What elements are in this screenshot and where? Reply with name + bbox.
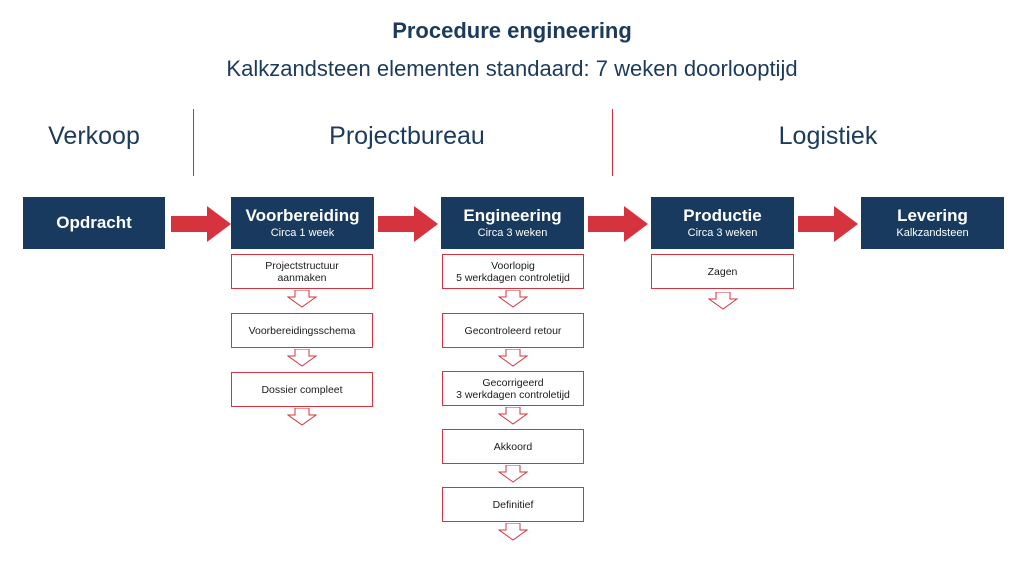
step-arrow-icon — [287, 408, 317, 426]
department-logistiek: Logistiek — [778, 122, 878, 150]
stage-title: Engineering — [463, 206, 562, 225]
stage-title: Levering — [897, 206, 968, 225]
step-label: Akkoord — [493, 440, 533, 453]
flow-arrow-icon — [378, 206, 438, 242]
stage-engineering: Engineering Circa 3 weken — [441, 197, 584, 249]
step-label-2: 3 werkdagen controletijd — [456, 388, 570, 401]
step-gecorrigeerd: Gecorrigeerd 3 werkdagen controletijd — [442, 371, 584, 406]
step-label: Zagen — [707, 265, 738, 278]
stage-title: Voorbereiding — [245, 206, 360, 225]
step-label-2: aanmaken — [277, 271, 327, 284]
department-projectbureau: Projectbureau — [329, 122, 485, 150]
stage-title: Productie — [683, 206, 762, 225]
step-gecontroleerd-retour: Gecontroleerd retour — [442, 313, 584, 348]
stage-duration: Circa 3 weken — [687, 227, 758, 239]
stage-voorbereiding: Voorbereiding Circa 1 week — [231, 197, 374, 249]
step-label: Voorbereidingsschema — [248, 324, 356, 337]
step-dossier-compleet: Dossier compleet — [231, 372, 373, 407]
step-arrow-icon — [498, 523, 528, 541]
step-label: Dossier compleet — [261, 383, 343, 396]
step-label: Voorlopig — [491, 259, 535, 272]
step-label: Projectstructuur — [265, 259, 339, 272]
flow-arrow-icon — [171, 206, 231, 242]
step-arrow-icon — [498, 290, 528, 308]
step-zagen: Zagen — [651, 254, 794, 289]
stage-productie: Productie Circa 3 weken — [651, 197, 794, 249]
step-arrow-icon — [287, 349, 317, 367]
flow-arrow-icon — [798, 206, 858, 242]
step-label: Gecontroleerd retour — [464, 324, 562, 337]
stage-levering: Levering Kalkzandsteen — [861, 197, 1004, 249]
flow-arrow-icon — [588, 206, 648, 242]
step-label: Gecorrigeerd — [482, 376, 544, 389]
department-verkoop: Verkoop — [48, 122, 140, 150]
step-definitief: Definitief — [442, 487, 584, 522]
stage-title: Opdracht — [56, 213, 132, 232]
stage-duration: Circa 1 week — [270, 227, 335, 239]
department-divider — [612, 109, 613, 176]
step-label-2: 5 werkdagen controletijd — [456, 271, 570, 284]
step-arrow-icon — [498, 407, 528, 425]
step-arrow-icon — [708, 292, 738, 310]
page-subtitle: Kalkzandsteen elementen standaard: 7 wek… — [226, 56, 798, 81]
step-voorlopig: Voorlopig 5 werkdagen controletijd — [442, 254, 584, 289]
department-divider — [193, 109, 194, 176]
step-akkoord: Akkoord — [442, 429, 584, 464]
step-voorbereidingsschema: Voorbereidingsschema — [231, 313, 373, 348]
stage-opdracht: Opdracht — [23, 197, 165, 249]
stage-duration: Kalkzandsteen — [896, 227, 969, 239]
step-projectstructuur: Projectstructuur aanmaken — [231, 254, 373, 289]
page-title: Procedure engineering — [392, 18, 632, 43]
step-arrow-icon — [498, 465, 528, 483]
step-label: Definitief — [492, 498, 534, 511]
step-arrow-icon — [287, 290, 317, 308]
stage-duration: Circa 3 weken — [477, 227, 548, 239]
step-arrow-icon — [498, 349, 528, 367]
